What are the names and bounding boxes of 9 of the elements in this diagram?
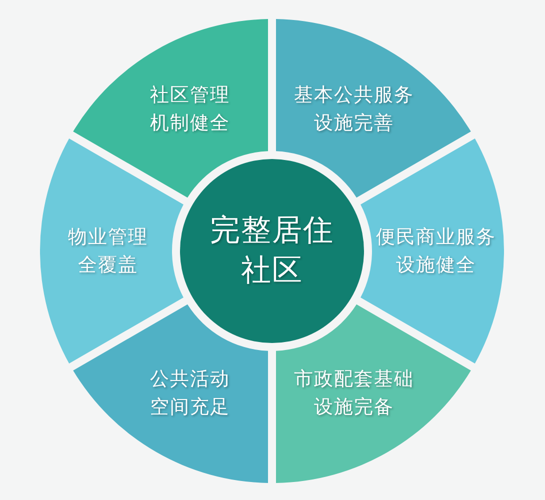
segment-label: 公共活动空间充足	[149, 367, 231, 420]
segment-label: 社区管理机制健全	[149, 82, 231, 136]
segment-label: 物业管理全覆盖	[67, 225, 149, 278]
ring-segment	[276, 304, 471, 483]
ring-segment	[40, 138, 184, 364]
segment-label: 便民商业服务设施健全	[375, 225, 497, 278]
center-label: 完整居住社区	[209, 212, 335, 290]
segment-label: 市政配套基础设施完备	[293, 367, 415, 420]
segment-label: 基本公共服务设施完善	[293, 82, 415, 136]
